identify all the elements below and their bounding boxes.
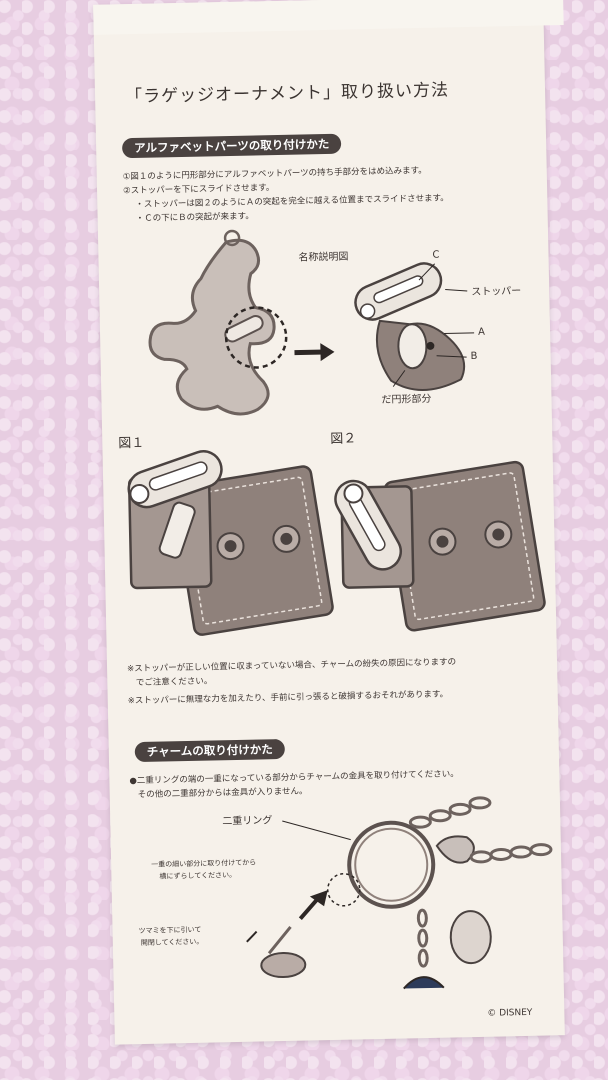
figure2-illustration (334, 460, 546, 632)
label-circle-part: だ円形部分 (381, 393, 432, 406)
label-a: A (477, 326, 486, 338)
section1-heading: アルファベットパーツの取り付けかた (121, 133, 342, 159)
instruction-line: ●二重リングの端の一重になっている部分からチャームの金具を取り付けてください。 (129, 769, 459, 787)
figure1-illustration (127, 450, 334, 636)
figure1-label: 図１ (118, 435, 145, 452)
instruction-line: その他の二重部分からは金具が入りません。 (137, 786, 308, 801)
section2-heading: チャームの取り付けかた (134, 738, 286, 763)
instruction-line: ・Ｃの下にＢの突起が来ます。 (135, 211, 254, 224)
note-line: でご注意ください。 (127, 676, 213, 689)
parts-name-diagram (354, 262, 475, 391)
arrow-icon (294, 343, 335, 362)
character-charm-illustration (148, 229, 288, 416)
figure2-label: 図２ (330, 431, 357, 447)
instruction-line: ②ストッパーを下にスライドさせます。 (122, 183, 275, 197)
label-c: C (432, 249, 440, 261)
note-line: ※ストッパーが正しい位置に収まっていない場合、チャームの紛失の原因になりますの (126, 657, 457, 675)
instruction-line: ①図１のように円形部分にアルファベットパーツの持ち手部分をはめ込みます。 (122, 165, 427, 183)
copyright: © DISNEY (487, 1007, 533, 1019)
instruction-card: 「ラゲッジオーナメント」取り扱い方法 アルファベットパーツの取り付けかた ①図１… (93, 0, 565, 1045)
card-title: 「ラゲッジオーナメント」取り扱い方法 (124, 80, 450, 108)
label-stopper: ストッパー (471, 285, 522, 298)
card-top-flap (93, 0, 564, 35)
note-line: ※ストッパーに無理な力を加えたり、手前に引っ張ると破損するおそれがあります。 (127, 689, 449, 707)
label-b: B (470, 350, 478, 362)
ring-chain-illustration (246, 796, 553, 990)
